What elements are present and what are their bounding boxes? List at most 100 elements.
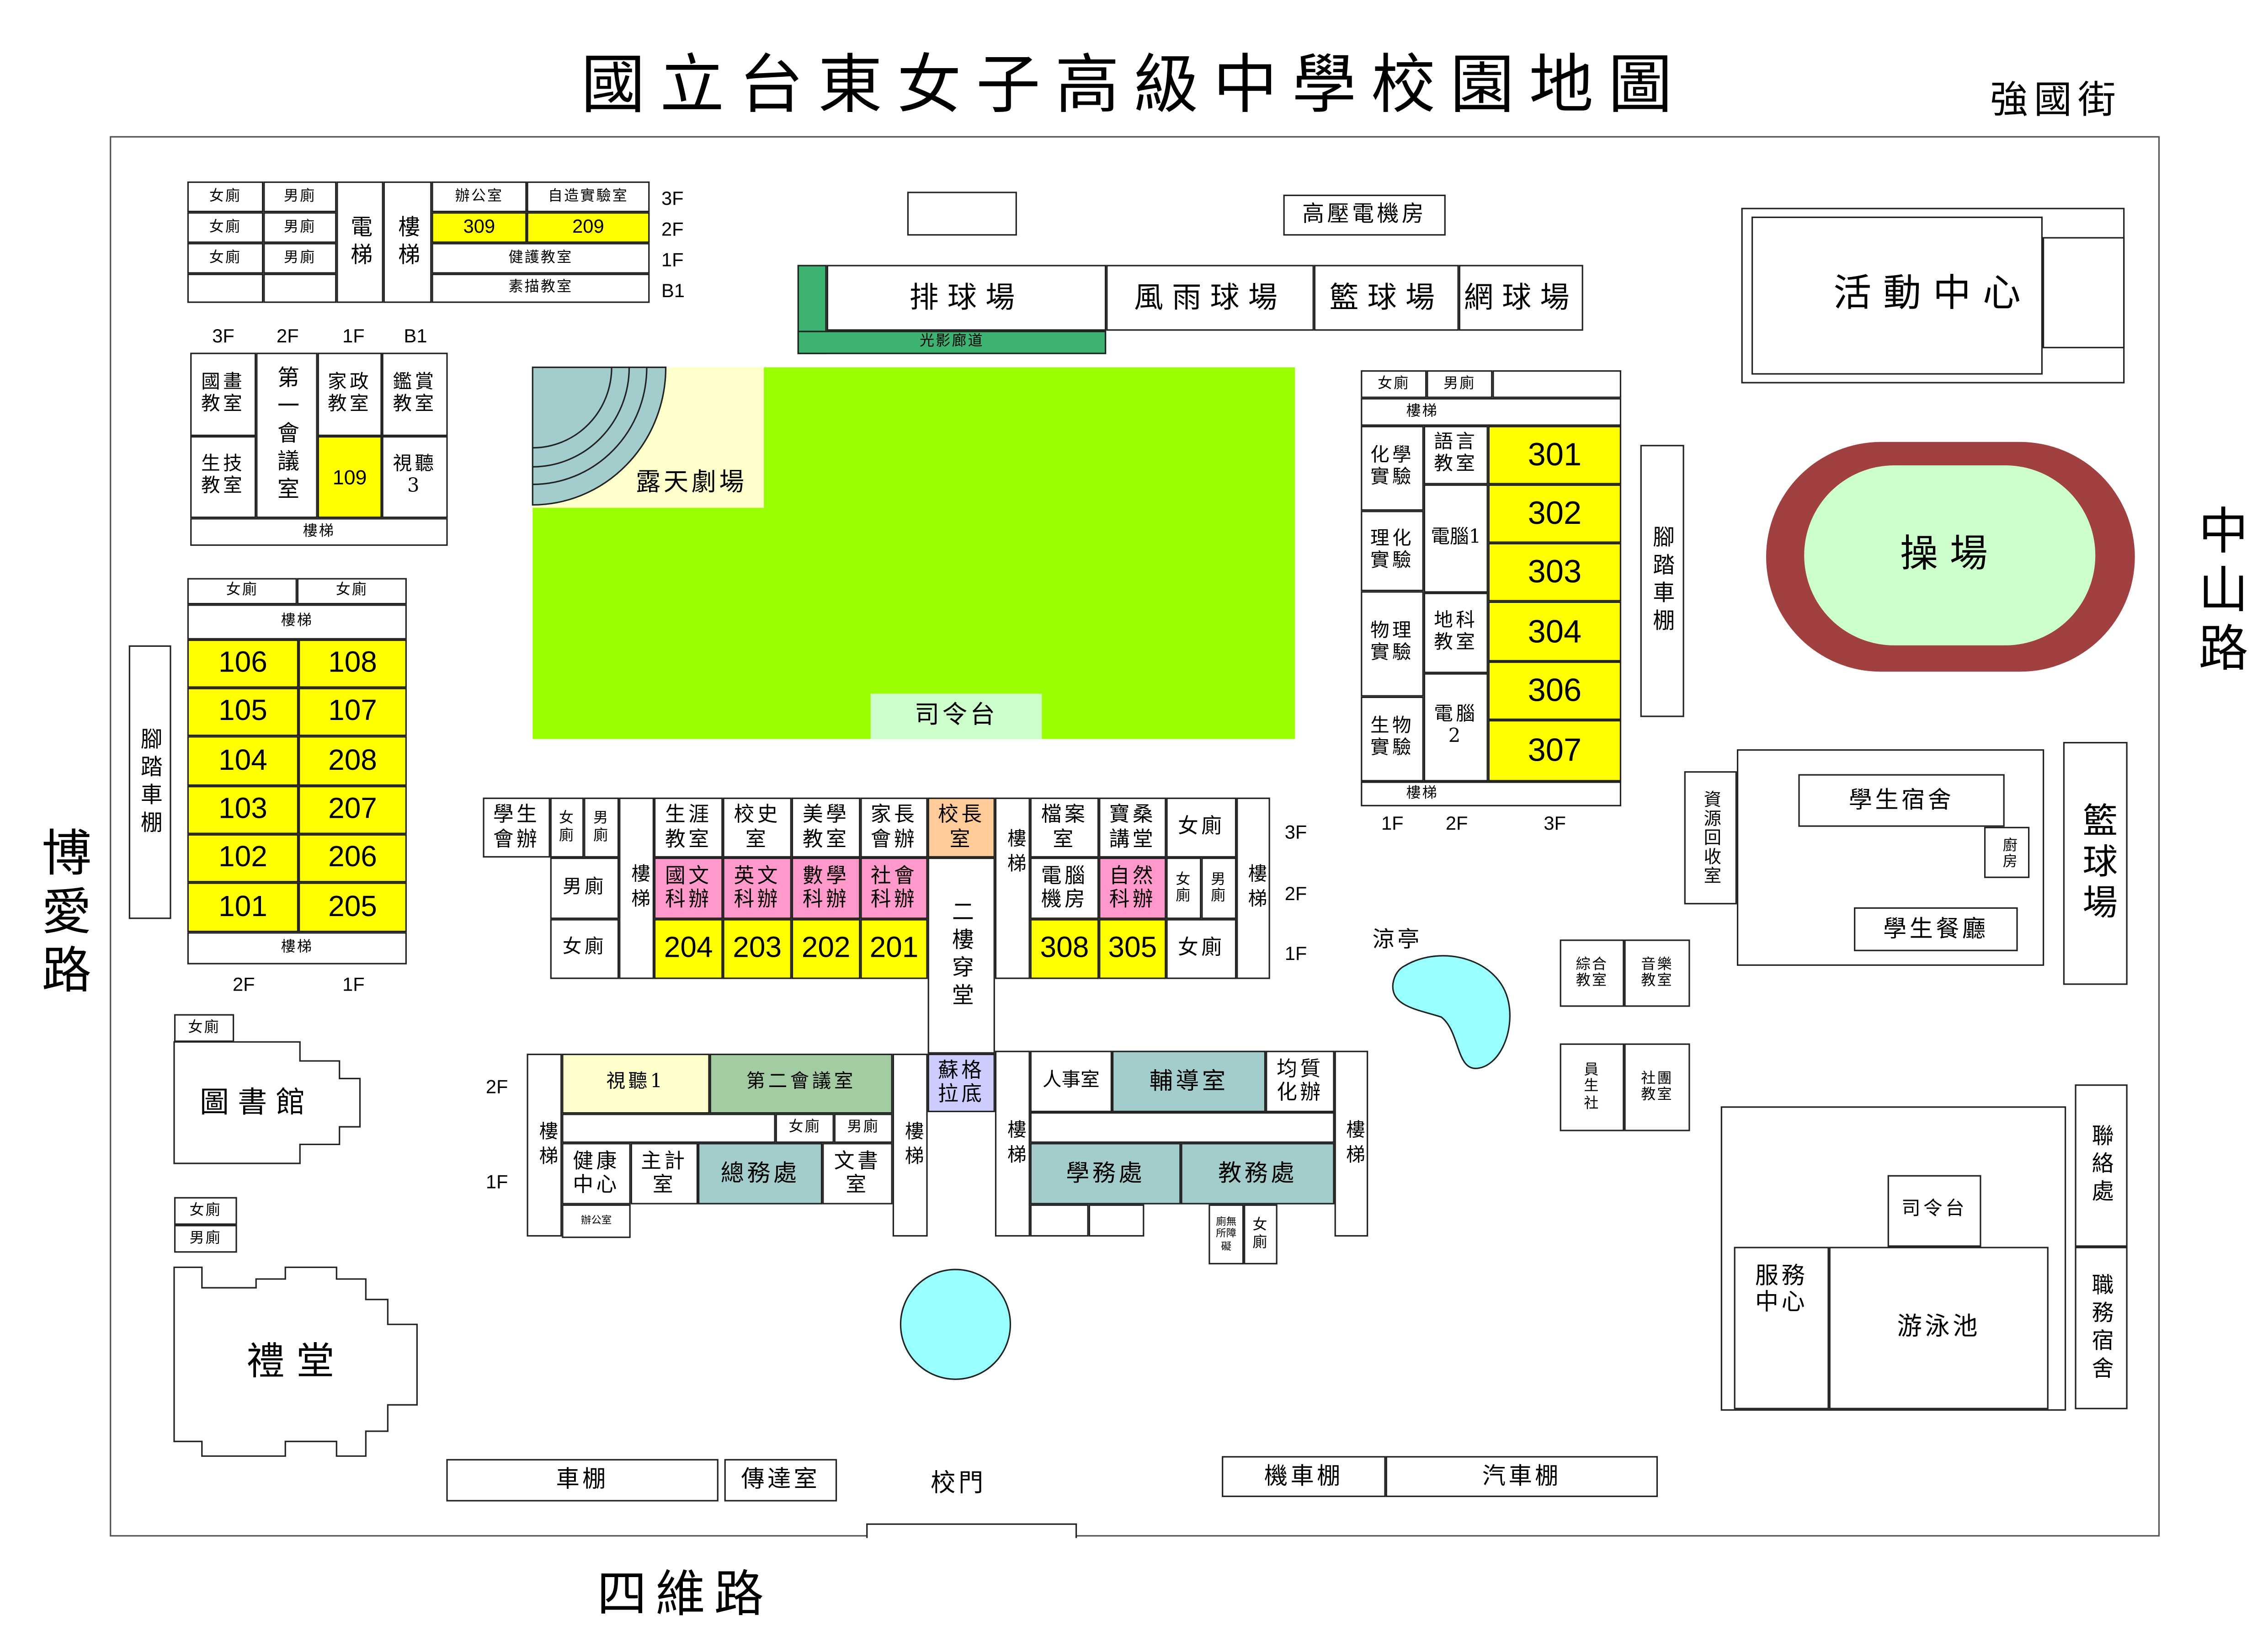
floor-label: 3F [1284,821,1307,843]
kitchen: 廚房 [1984,826,2030,878]
room-earth-science: 地科 教室 [1423,592,1488,673]
toilet-m: 男 廁 [1201,857,1237,919]
room-home-ec: 家政 教室 [317,352,382,436]
tennis-court: 網球場 [1459,265,1583,331]
toilet-w: 女廁 [174,1014,234,1042]
room-language: 語言 教室 [1423,426,1488,485]
room-equalization: 均質 化辦 [1266,1050,1335,1112]
room-maker-lab: 自造實驗室 [527,181,650,213]
toilet-w: 女廁 [1361,370,1427,398]
stairs: 樓梯 [383,181,432,303]
room-math-office: 數學 科辦 [791,857,861,919]
toilet-m: 男廁 [174,1225,237,1253]
classroom: 105 [187,688,299,736]
classroom: 106 [187,639,299,688]
classroom: 204 [654,919,723,979]
general-affairs-office: 總務處 [698,1143,823,1205]
room-principal: 校長 室 [927,797,995,858]
bike-shed-west: 腳踏車棚 [128,645,171,919]
empty-building [907,192,1017,236]
room-club: 社團 教室 [1624,1043,1690,1131]
floor-label: 2F [233,973,255,995]
toilet-w: 女廁 [187,243,264,274]
stairs: 樓梯 [619,797,654,979]
classroom: 306 [1488,661,1622,720]
elevator: 電梯 [336,181,383,303]
floor-label: 3F [661,187,684,209]
classroom: 101 [187,882,299,933]
classroom: 202 [791,919,861,979]
empty-cell [263,273,337,303]
room-conference-1: 第一會議室 [256,352,318,518]
stairs: 樓梯 [187,604,407,640]
room-accounting: 主計 室 [630,1143,698,1205]
floor-label: 1F [1284,942,1307,965]
floor-label: 1F [1381,812,1404,834]
stairs: 樓梯 [1236,797,1270,979]
recycling-room: 資源回收室 [1684,771,1737,905]
classroom: 108 [298,639,407,688]
second-floor-hallway: 二樓穿堂 [927,857,995,1054]
room-av-1: 視聽1 [562,1053,710,1114]
toilet-w: 女 廁 [1166,857,1202,919]
guard-room: 傳達室 [724,1459,837,1502]
empty-cell [1492,370,1622,398]
room-109: 109 [317,436,382,518]
accessible-toilet: 廁無 所障 礙 [1209,1204,1244,1264]
classroom: 301 [1488,426,1622,485]
corridor [1030,1112,1335,1143]
classroom: 303 [1488,543,1622,602]
toilet-w: 女廁 [1166,797,1237,858]
toilet-w: 女廁 [174,1197,237,1225]
toilet-w: 女廁 [187,212,264,243]
classroom: 304 [1488,601,1622,661]
map-title: 國立台東女子高級中學校園地圖 [580,48,1688,123]
room-bio-lab: 生物 實驗 [1361,696,1424,782]
room-health-ed: 健護教室 [431,243,650,274]
classroom: 203 [723,919,792,979]
stairs: 樓梯 [1334,1050,1368,1237]
floor-label: B1 [661,279,685,302]
room-phys-chem-lab: 理化 實驗 [1361,511,1424,592]
volleyball-court: 排球場 [826,265,1107,331]
room-chinese-office: 國文 科辦 [654,857,723,919]
room-health-center: 健康 中心 [562,1143,631,1205]
stairs: 樓梯 [527,1053,562,1237]
room-aesthetics: 美學 教室 [791,797,861,858]
room-socrates: 蘇格 拉底 [927,1053,995,1112]
school-gate [866,1523,1077,1538]
rain-court: 風雨球場 [1106,265,1314,331]
room-sketch: 素描教室 [431,273,650,303]
room-appreciation: 鑑賞 教室 [382,352,448,436]
room-parents: 家長 會辦 [860,797,928,858]
classroom: 103 [187,786,299,834]
pool-podium: 司令台 [1887,1175,1981,1247]
toilet-w: 女廁 [550,919,619,979]
room-computer-1: 電腦1 [1423,484,1488,593]
room-painting: 國畫 教室 [190,352,256,436]
library: 圖書館 [199,1083,314,1119]
classroom: 302 [1488,484,1622,543]
open-air-theater: 露天劇場 [635,469,747,498]
room-general: 綜合 教室 [1560,939,1624,1007]
classroom: 107 [298,688,407,736]
floor-label: 2F [485,1075,508,1098]
toilet-m: 男廁 [834,1114,893,1143]
floor-label: 3F [212,325,234,347]
basketball-court-east: 籃球場 [2063,742,2128,985]
room-history: 校史 室 [723,797,792,858]
room-biotech: 生技 教室 [190,436,256,518]
classroom: 208 [298,736,407,786]
classroom: 201 [860,919,928,979]
classroom: 305 [1099,919,1166,979]
stairs: 樓梯 [1361,398,1622,426]
room-baosang-hall: 寶桑 講堂 [1099,797,1166,858]
toilet-w: 女 廁 [550,797,584,858]
swimming-pool: 游泳池 [1829,1247,2049,1409]
room-209: 209 [527,212,650,243]
toilet-w: 女廁 [775,1114,834,1143]
classroom: 207 [298,786,407,834]
stairs: 樓梯 [1361,781,1622,806]
room-conference-2: 第二會議室 [709,1053,893,1114]
